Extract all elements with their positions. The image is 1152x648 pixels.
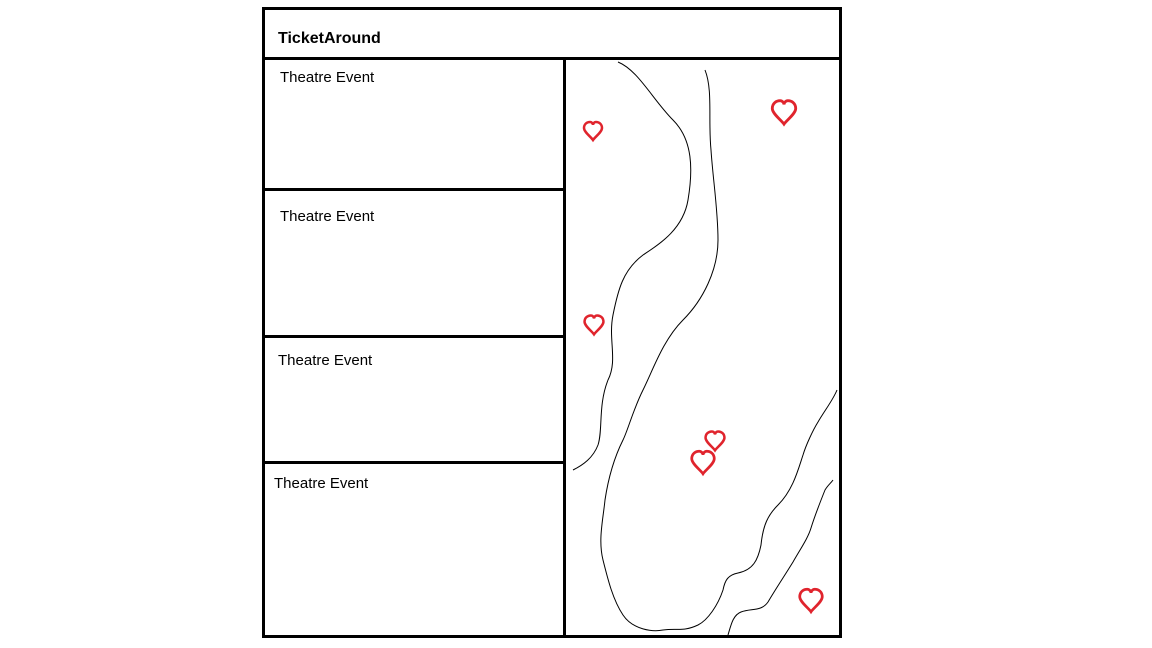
map-line-road [727, 479, 834, 635]
event-list: Theatre Event Theatre Event Theatre Even… [265, 60, 563, 638]
heart-icon[interactable] [690, 449, 716, 476]
map-line-river-right [600, 69, 838, 632]
heart-icon[interactable] [770, 99, 798, 126]
app-header: TicketAround [265, 10, 839, 60]
event-map[interactable] [563, 60, 839, 635]
heart-icon[interactable] [704, 430, 726, 452]
event-card-1[interactable]: Theatre Event [265, 60, 563, 191]
heart-icon[interactable] [583, 314, 605, 336]
map-line-river-left [572, 61, 692, 471]
map-canvas [572, 61, 838, 635]
event-title: Theatre Event [280, 69, 375, 86]
event-card-2[interactable]: Theatre Event [265, 191, 563, 338]
heart-icon[interactable] [798, 587, 824, 614]
event-card-3[interactable]: Theatre Event [265, 338, 563, 464]
event-title: Theatre Event [280, 208, 375, 225]
event-title: Theatre Event [278, 352, 373, 369]
event-title: Theatre Event [274, 475, 369, 492]
event-card-4[interactable]: Theatre Event [265, 464, 563, 638]
heart-icon[interactable] [582, 120, 604, 142]
app-title: TicketAround [278, 30, 381, 47]
app-window: TicketAround Theatre Event Theatre Event… [262, 7, 842, 638]
